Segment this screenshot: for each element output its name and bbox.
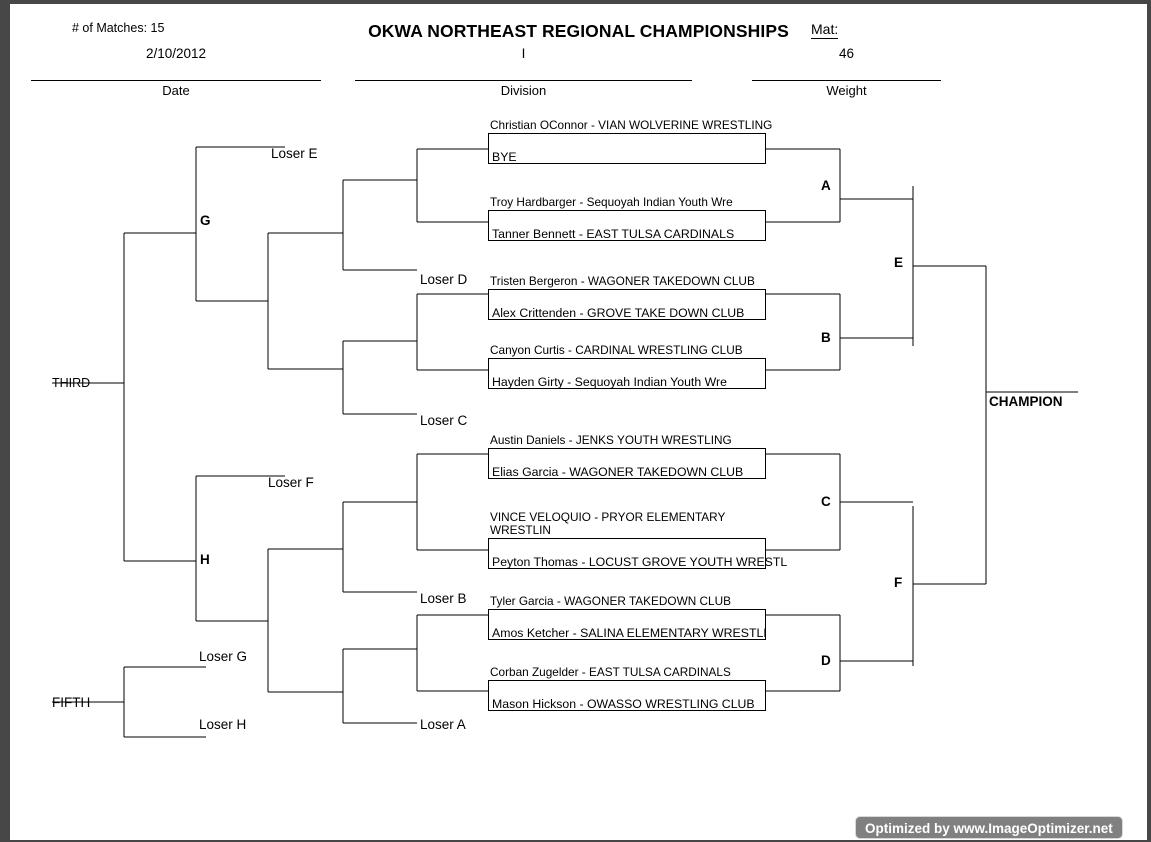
loser-a-label: Loser A [420, 717, 466, 732]
match-top-wrestler: Corban Zugelder - EAST TULSA CARDINALS [490, 665, 731, 679]
match-bottom-wrestler: Mason Hickson - OWASSO WRESTLING CLUB [492, 697, 755, 711]
match-box-outline [488, 448, 766, 479]
match-box-outline [488, 538, 766, 569]
field-weight: 46 Weight [752, 46, 941, 98]
field-date-caption: Date [162, 83, 190, 98]
node-b: B [821, 330, 831, 345]
node-c: C [821, 494, 831, 509]
bracket-lines [52, 146, 1078, 738]
mat-label: Mat: [811, 21, 839, 39]
loser-c-label: Loser C [420, 413, 468, 428]
node-e: E [894, 255, 904, 270]
match-bottom-wrestler: Peyton Thomas - LOCUST GROVE YOUTH WREST… [492, 555, 788, 569]
page-title: OKWA NORTHEAST REGIONAL CHAMPIONSHIPS [368, 21, 789, 41]
match-top-wrestler: Austin Daniels - JENKS YOUTH WRESTLING [490, 433, 732, 447]
loser-b-label: Loser B [420, 591, 467, 606]
match-bottom-wrestler: Amos Ketcher - SALINA ELEMENTARY WRESTLI [492, 626, 767, 640]
field-date: 2/10/2012 Date [31, 46, 321, 98]
watermark-badge: Optimized by www.ImageOptimizer.net [855, 816, 1123, 839]
match-bottom-wrestler: Hayden Girty - Sequoyah Indian Youth Wre [492, 375, 727, 389]
field-weight-caption: Weight [826, 83, 867, 98]
match-box-outline [488, 680, 766, 711]
match-box-outline [488, 358, 766, 389]
field-date-value: 2/10/2012 [145, 46, 207, 61]
loser-e-label: Loser E [271, 146, 318, 161]
match-top-wrestler: Canyon Curtis - CARDINAL WRESTLING CLUB [490, 343, 743, 357]
match-top-wrestler: Christian OConnor - VIAN WOLVERINE WREST… [490, 118, 773, 132]
field-weight-value: 46 [838, 46, 855, 61]
match-top-wrestler: Tristen Bergeron - WAGONER TAKEDOWN CLUB [490, 274, 755, 288]
node-a: A [821, 178, 831, 193]
match-top-wrestler: Troy Hardbarger - Sequoyah Indian Youth … [490, 195, 733, 209]
node-g: G [200, 213, 211, 228]
match-bottom-wrestler: BYE [492, 150, 517, 164]
loser-d-label: Loser D [420, 272, 468, 287]
node-d: D [821, 653, 831, 668]
loser-h-label: Loser H [199, 717, 247, 732]
champion-label: CHAMPION [989, 394, 1063, 409]
node-h: H [200, 552, 210, 567]
match-box-outline [488, 133, 766, 164]
match-top-wrestler: VINCE VELOQUIO - PRYOR ELEMENTARY WRESTL… [490, 510, 726, 537]
field-division: I Division [355, 46, 692, 98]
match-bottom-wrestler: Alex Crittenden - GROVE TAKE DOWN CLUB [492, 306, 745, 320]
loser-g-label: Loser G [199, 649, 248, 664]
field-division-caption: Division [500, 83, 547, 98]
loser-f-label: Loser F [268, 475, 314, 490]
fifth-place-label: FIFTH [52, 695, 91, 710]
match-bottom-wrestler: Elias Garcia - WAGONER TAKEDOWN CLUB [492, 465, 744, 479]
bracket-sheet: # of Matches: 15 OKWA NORTHEAST REGIONAL… [10, 4, 1147, 840]
match-box-outline [488, 609, 766, 640]
match-box-outline [488, 210, 766, 241]
third-place-label: THIRD [52, 376, 91, 390]
node-f: F [894, 575, 903, 590]
match-bottom-wrestler: Tanner Bennett - EAST TULSA CARDINALS [492, 227, 735, 241]
match-box-outline [488, 289, 766, 320]
field-division-value: I [521, 46, 526, 61]
match-top-wrestler: Tyler Garcia - WAGONER TAKEDOWN CLUB [490, 594, 731, 608]
match-count-label: # of Matches: 15 [72, 21, 165, 35]
